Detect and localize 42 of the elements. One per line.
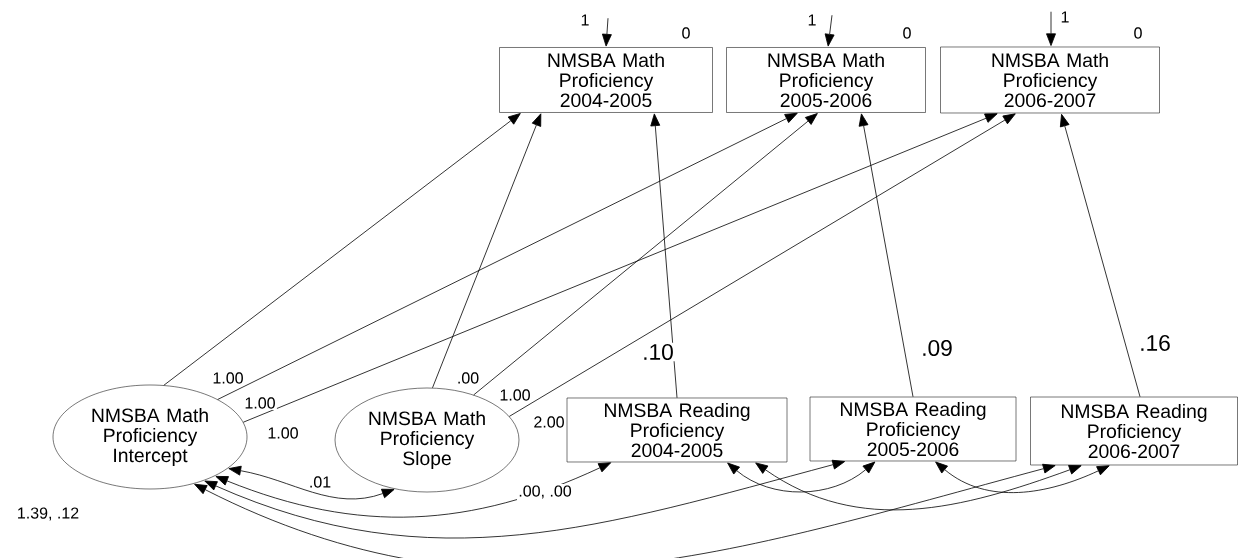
path-arrow — [432, 113, 542, 389]
path-arrow — [473, 113, 818, 396]
covariance-arrow — [204, 459, 846, 539]
observed-variable-box: NMSBA Reading Proficiency 2005-2006 — [809, 396, 1017, 462]
parameter-label: 1.39, .12 — [18, 507, 79, 521]
path-arrow — [1059, 113, 1141, 398]
edge-label: 2.00 — [532, 415, 566, 429]
path-arrow — [242, 113, 998, 423]
covariance-arrow — [194, 463, 1056, 558]
observed-variable-box: NMSBA Reading Proficiency 2006-2007 — [1030, 396, 1238, 466]
observed-variable-box: NMSBA Math Proficiency 2004-2005 — [499, 47, 713, 113]
edge-label: .00 — [455, 371, 481, 385]
parameter-label: 0 — [682, 27, 690, 39]
path-arrow — [824, 14, 835, 47]
edge-label: .01 — [307, 475, 333, 489]
edge-label: .09 — [919, 338, 955, 358]
edge-label: 1 — [1059, 10, 1071, 24]
path-arrow — [163, 113, 521, 386]
covariance-arrow — [727, 461, 876, 493]
edge-label: 1 — [579, 13, 591, 27]
edge-label: 1 — [806, 13, 818, 27]
parameter-label: 0 — [1134, 27, 1142, 39]
edge-label: 1.00 — [211, 371, 245, 385]
observed-variable-box: NMSBA Math Proficiency 2006-2007 — [940, 46, 1160, 114]
covariance-arrow — [935, 461, 1110, 493]
path-arrow — [650, 113, 678, 399]
path-arrow — [508, 113, 1016, 417]
parameter-label: 0 — [903, 27, 911, 39]
path-arrow — [858, 113, 914, 398]
edge-label: .10 — [640, 342, 676, 362]
observed-variable-box: NMSBA Math Proficiency 2005-2006 — [726, 47, 926, 113]
edge-label: 1.00 — [243, 396, 277, 410]
path-arrow — [602, 17, 612, 47]
edge-label: 1.00 — [266, 426, 300, 440]
covariance-arrow — [215, 462, 612, 518]
covariance-arrow — [755, 462, 1082, 511]
observed-variable-box: NMSBA Reading Proficiency 2004-2005 — [566, 397, 788, 463]
path-arrow — [217, 112, 798, 400]
covariance-arrow — [228, 465, 395, 500]
edge-label: .16 — [1137, 333, 1173, 353]
path-arrow — [1046, 11, 1056, 46]
edge-label: .00, .00 — [517, 484, 574, 500]
